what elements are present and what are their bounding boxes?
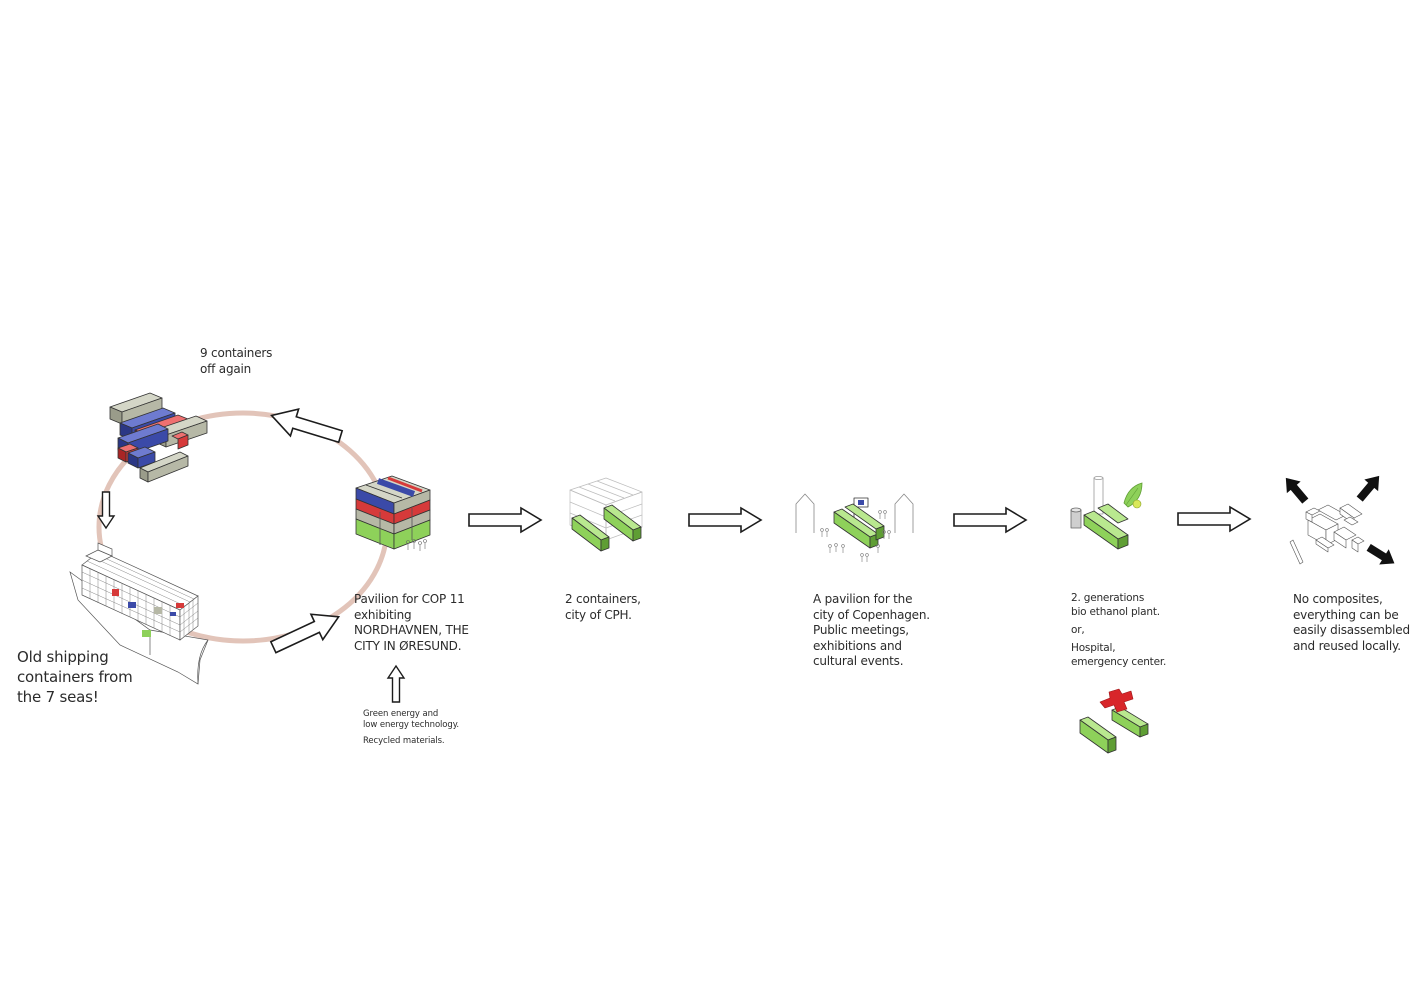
text-line: city of Copenhagen. [813, 607, 930, 622]
outline-arrow-icon [468, 506, 543, 534]
hospital-cross-icon [1079, 688, 1149, 754]
bio-ethanol-plant-icon [1070, 475, 1129, 550]
off-again-label: 9 containers off again [200, 346, 272, 377]
outline-arrow-icon [269, 613, 341, 654]
text-line: Hospital, [1071, 642, 1116, 654]
recycled-materials-label: Recycled materials. [363, 736, 445, 746]
text-line: everything can be [1293, 607, 1399, 622]
container-ship-icon [69, 542, 209, 685]
solid-arrow-icon [1285, 477, 1309, 504]
outline-arrow-icon [688, 506, 763, 534]
text-line: exhibitions and [813, 638, 902, 653]
pavilion-cube-icon [355, 475, 431, 551]
leaf-icon [1123, 482, 1143, 509]
text-line: exhibiting [354, 607, 412, 622]
disassembly-icon [1289, 503, 1365, 565]
text-line: bio ethanol plant. [1071, 606, 1160, 618]
two-containers-label: 2 containers, city of CPH. [565, 592, 641, 623]
text-line: low energy technology. [363, 720, 460, 730]
text-line: easily disassembled [1293, 623, 1410, 638]
copenhagen-label: A pavilion for the city of Copenhagen. P… [813, 592, 930, 670]
text-line: CITY IN ØRESUND. [354, 638, 462, 653]
outline-arrow-icon [386, 664, 406, 703]
generations-label: 2. generations bio ethanol plant. or, Ho… [1071, 591, 1166, 669]
text-line: 2. generations [1071, 592, 1145, 604]
outline-arrow-icon [96, 491, 116, 530]
two-containers-icon [569, 477, 643, 552]
text-line: off again [200, 361, 252, 376]
text-line: A pavilion for the [813, 592, 913, 606]
city-pavilion-icon [795, 493, 914, 562]
text-line: NORDHAVNEN, THE [354, 623, 469, 638]
text-line: 9 containers [200, 346, 273, 360]
solid-arrow-icon [1356, 475, 1380, 502]
outline-arrow-icon [1177, 505, 1252, 533]
or-label: or, [1071, 624, 1085, 636]
text-line: Old shipping [17, 648, 109, 666]
text-line: 2 containers, [565, 592, 641, 606]
outline-arrow-icon [953, 506, 1028, 534]
text-line: containers from [17, 668, 133, 686]
text-line: Green energy and [363, 709, 439, 719]
text-line: emergency center. [1071, 656, 1167, 668]
composites-label: No composites, everything can be easily … [1293, 592, 1410, 654]
container-stack-icon [109, 392, 208, 483]
text-line: Public meetings, [813, 623, 909, 638]
text-line: city of CPH. [565, 607, 632, 622]
ship-label: Old shipping containers from the 7 seas! [17, 647, 133, 707]
text-line: cultural events. [813, 654, 904, 669]
pavilion-label: Pavilion for COP 11 exhibiting NORDHAVNE… [354, 592, 469, 654]
text-line: the 7 seas! [17, 688, 99, 706]
green-energy-label: Green energy and low energy technology. … [363, 709, 459, 747]
outline-arrow-icon [270, 408, 344, 444]
text-line: and reused locally. [1293, 638, 1401, 653]
text-line: Pavilion for COP 11 [354, 592, 465, 606]
text-line: No composites, [1293, 592, 1383, 606]
solid-arrow-icon [1366, 543, 1395, 565]
